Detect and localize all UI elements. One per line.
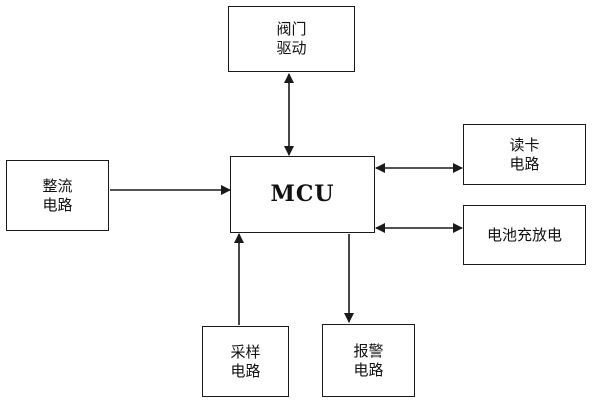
battery-charge-block: 电池充放电	[463, 205, 586, 265]
rectifier-label-line1: 整流	[42, 176, 73, 195]
mcu-label: MCU	[270, 181, 335, 207]
valve-driver-label-line1: 阀门	[276, 20, 307, 38]
sampling-block: 采样 电路	[202, 326, 289, 397]
alarm-label-line1: 报警	[353, 341, 384, 360]
sampling-label-line1: 采样	[230, 342, 261, 361]
rectifier-label-line2: 电路	[42, 195, 73, 214]
card-reader-block: 读卡 电路	[463, 124, 586, 185]
card-reader-label-line1: 读卡	[509, 135, 540, 154]
alarm-label-line2: 电路	[353, 360, 384, 379]
sampling-label-line2: 电路	[230, 361, 261, 380]
battery-charge-label: 电池充放电	[486, 225, 562, 244]
alarm-block: 报警 电路	[322, 324, 415, 397]
card-reader-label-line2: 电路	[509, 154, 540, 173]
mcu-block: MCU	[230, 156, 375, 233]
rectifier-block: 整流 电路	[6, 160, 109, 231]
valve-driver-label-line2: 驱动	[276, 39, 307, 57]
valve-driver-block: 阀门 驱动	[228, 6, 355, 72]
